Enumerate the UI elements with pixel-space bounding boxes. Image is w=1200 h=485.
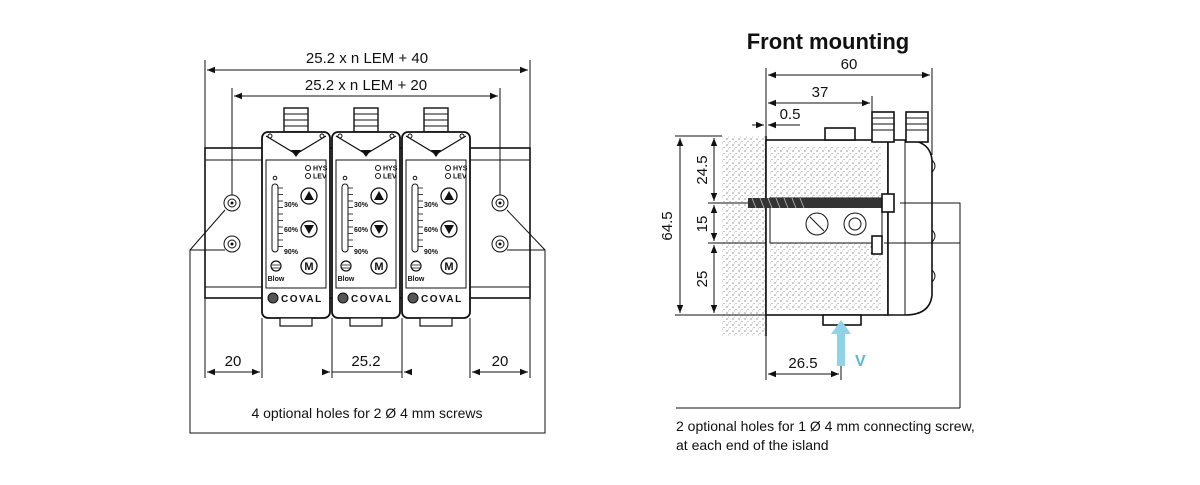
pct30-label: 30% — [354, 202, 369, 209]
status-led-icon — [267, 292, 279, 304]
level-bargraph — [341, 183, 349, 253]
brand-label: COVAL — [351, 294, 393, 305]
dim-245-label: 24.5 — [694, 155, 711, 184]
status-led-icon — [407, 292, 419, 304]
lev-led-icon — [445, 173, 451, 179]
mode-button-icon — [300, 257, 318, 275]
status-led-icon — [337, 292, 349, 304]
mode-button-label: M — [374, 261, 383, 273]
level-bargraph — [411, 183, 419, 253]
lev-label: LEV — [313, 174, 327, 181]
pct60-label: 60% — [354, 227, 369, 234]
blow-icon — [410, 260, 422, 272]
mode-button-icon — [440, 257, 458, 275]
right-view: Front mounting — [659, 29, 975, 453]
connector-m8 — [871, 111, 929, 143]
holes-leader — [189, 209, 546, 434]
hys-led-icon — [445, 165, 451, 171]
mount-hole-right-top — [491, 194, 509, 212]
valve-circle-2 — [843, 212, 867, 236]
front-mounting-title: Front mounting — [747, 29, 910, 54]
hys-label: HYS — [383, 166, 398, 173]
dim-right-margin-label: 20 — [492, 353, 509, 370]
dim-pitch-label: 25.2 — [351, 353, 380, 370]
wall-section — [722, 136, 766, 336]
dim-inner-label: 25.2 x n LEM + 20 — [305, 77, 427, 94]
lev-led-icon — [375, 173, 381, 179]
dim-15-label: 15 — [694, 216, 711, 233]
arrow-label: V — [855, 353, 866, 370]
dim-25-label: 25 — [694, 271, 711, 288]
vacuum-arrow — [831, 320, 851, 366]
blow-label: Blow — [338, 276, 355, 283]
dim-overall-label: 25.2 x n LEM + 40 — [306, 50, 428, 67]
pct90-label: 90% — [424, 249, 439, 256]
dim-265-label: 26.5 — [788, 355, 817, 372]
mount-hole-left-bottom — [223, 235, 241, 253]
hys-led-icon — [375, 165, 381, 171]
left-view: HYSLEV30%60%90%MBlowCOVALHYSLEV30%60%90%… — [189, 50, 546, 434]
hys-label: HYS — [313, 166, 328, 173]
lev-label: LEV — [453, 174, 467, 181]
mode-button-label: M — [444, 261, 453, 273]
end-plate — [887, 139, 933, 316]
pct90-label: 90% — [284, 249, 299, 256]
pct90-label: 90% — [354, 249, 369, 256]
connecting-screw — [748, 198, 884, 208]
top-boss — [824, 127, 856, 141]
brand-label: COVAL — [421, 294, 463, 305]
brand-label: COVAL — [281, 294, 323, 305]
screw-note-line2: at each end of the island — [676, 437, 829, 453]
hys-label: HYS — [453, 166, 468, 173]
hys-led-icon — [305, 165, 311, 171]
screw-note-line1: 2 optional holes for 1 Ø 4 mm connecting… — [676, 418, 975, 434]
mode-button-label: M — [304, 261, 313, 273]
pct30-label: 30% — [424, 202, 439, 209]
pct60-label: 60% — [284, 227, 299, 234]
dim-left-margin-label: 20 — [225, 353, 242, 370]
holes-note: 4 optional holes for 2 Ø 4 mm screws — [251, 405, 482, 421]
mount-hole-left-top — [223, 194, 241, 212]
dim-height-label: 64.5 — [659, 211, 676, 240]
lev-led-icon — [305, 173, 311, 179]
module-group: HYSLEV30%60%90%MBlowCOVALHYSLEV30%60%90%… — [261, 107, 471, 327]
lev-label: LEV — [383, 174, 397, 181]
pct30-label: 30% — [284, 202, 299, 209]
dim-width-label: 60 — [841, 56, 858, 73]
blow-icon — [340, 260, 352, 272]
blow-label: Blow — [268, 276, 285, 283]
pct60-label: 60% — [424, 227, 439, 234]
mode-button-icon — [370, 257, 388, 275]
mount-hole-right-bottom — [491, 235, 509, 253]
blow-label: Blow — [408, 276, 425, 283]
blow-icon — [270, 260, 282, 272]
valve-circle-1 — [805, 212, 829, 236]
dim-05-label: 0.5 — [780, 106, 801, 123]
level-bargraph — [271, 183, 279, 253]
dim-37-label: 37 — [812, 84, 829, 101]
